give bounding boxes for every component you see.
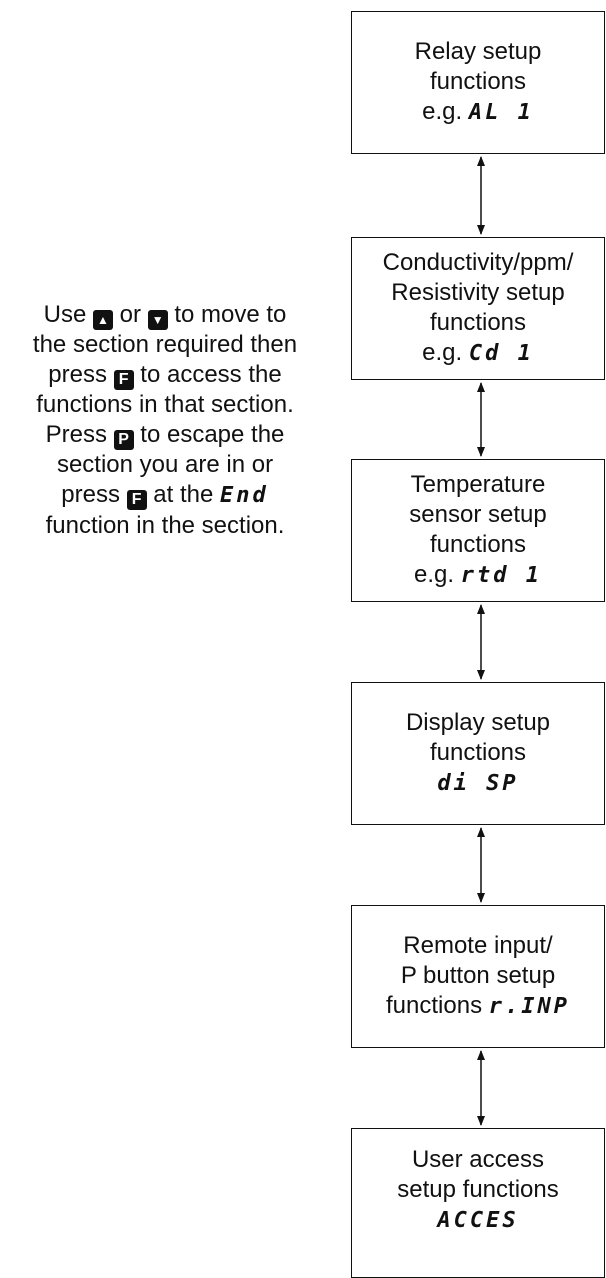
- access-line-2: setup functions: [397, 1176, 559, 1203]
- display-setup-box: Display setup functions di SP: [351, 682, 605, 825]
- remote-line-1: Remote input/: [403, 932, 553, 959]
- temperature-prefix: e.g.: [414, 561, 461, 588]
- display-line-1: Display setup: [405, 709, 551, 736]
- instr-line-2: the section required then: [32, 331, 298, 358]
- conductivity-code: Cd 1: [468, 341, 534, 366]
- conductivity-line-1: Conductivity/ppm/: [382, 249, 574, 276]
- remote-code: r.INP: [488, 994, 570, 1019]
- relay-setup-box: Relay setup functions e.g. AL 1: [351, 11, 605, 154]
- instr-at-the: at the: [153, 481, 214, 508]
- instr-escape: to escape the: [140, 421, 285, 448]
- end-code: End: [220, 483, 269, 508]
- conductivity-line-3: functions: [429, 309, 527, 336]
- f-key-icon: F: [113, 370, 134, 390]
- relay-line-1: Relay setup: [414, 38, 542, 65]
- relay-code: AL 1: [468, 100, 534, 125]
- instr-access: to access the: [140, 361, 282, 388]
- relay-prefix: e.g.: [422, 98, 469, 125]
- instr-press-2: Press: [45, 421, 107, 448]
- user-access-setup-box: User access setup functions ACCES: [351, 1128, 605, 1278]
- temperature-setup-box: Temperature sensor setup functions e.g. …: [351, 459, 605, 602]
- down-arrow-key-icon: ▼: [147, 310, 168, 330]
- instr-use: Use: [43, 301, 87, 328]
- instr-or: or: [119, 301, 141, 328]
- instr-press-3: press: [61, 481, 120, 508]
- instr-move-to: to move to: [174, 301, 287, 328]
- access-code: ACCES: [437, 1208, 519, 1233]
- f-key-icon-2: F: [126, 490, 147, 510]
- navigation-instructions: Use ▲ or ▼ to move to the section requir…: [0, 300, 330, 541]
- temperature-code: rtd 1: [460, 563, 542, 588]
- conductivity-prefix: e.g.: [422, 339, 469, 366]
- temperature-line-2: sensor setup: [409, 501, 547, 528]
- conductivity-line-2: Resistivity setup: [391, 279, 565, 306]
- relay-line-2: functions: [429, 68, 527, 95]
- p-key-icon: P: [113, 430, 134, 450]
- instr-press-1: press: [48, 361, 107, 388]
- temperature-line-1: Temperature: [410, 471, 546, 498]
- instr-line-4: functions in that section.: [36, 391, 294, 418]
- up-arrow-key-icon: ▲: [92, 310, 113, 330]
- remote-prefix: functions: [386, 992, 489, 1019]
- instr-line-8: function in the section.: [45, 512, 285, 539]
- instr-line-6: section you are in or: [56, 451, 274, 478]
- access-line-1: User access: [411, 1146, 545, 1173]
- conductivity-setup-box: Conductivity/ppm/ Resistivity setup func…: [351, 237, 605, 380]
- remote-line-2: P button setup: [400, 962, 556, 989]
- remote-input-setup-box: Remote input/ P button setup functions r…: [351, 905, 605, 1048]
- display-line-2: functions: [429, 739, 527, 766]
- temperature-line-3: functions: [429, 531, 527, 558]
- display-code: di SP: [437, 771, 519, 796]
